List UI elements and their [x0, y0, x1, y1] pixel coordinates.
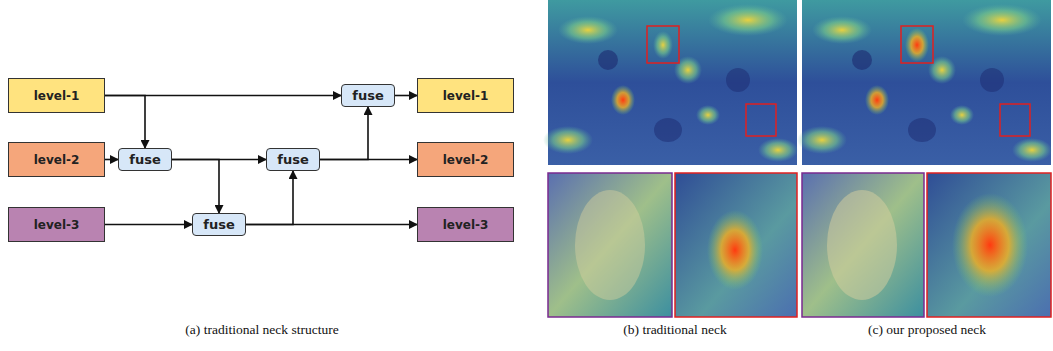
flow-arrow — [105, 159, 118, 161]
fuse-box: fuse — [341, 84, 395, 107]
flow-arrow — [105, 96, 145, 149]
node-label: fuse — [129, 152, 160, 167]
node-label: fuse — [277, 152, 308, 167]
flow-arrow — [395, 95, 417, 97]
panel-caption: (c) our proposed neck — [868, 322, 986, 338]
flow-arrow — [105, 224, 192, 226]
fuse-box: fuse — [266, 148, 320, 171]
panel-caption: (b) traditional neck — [623, 322, 726, 338]
flow-arrow — [320, 107, 368, 160]
fuse-box: fuse — [118, 148, 172, 171]
node-label: fuse — [203, 217, 234, 232]
node-label: fuse — [352, 88, 383, 103]
level-box: level-2 — [8, 142, 105, 177]
fuse-box: fuse — [192, 213, 246, 236]
level-box: level-1 — [8, 78, 105, 113]
flow-arrow — [246, 171, 293, 225]
level-box: level-2 — [417, 142, 514, 177]
node-label: level-2 — [443, 153, 489, 167]
flow-arrow — [172, 160, 219, 214]
level-box: level-1 — [417, 78, 514, 113]
level-box: level-3 — [8, 207, 105, 242]
node-label: level-1 — [443, 89, 489, 103]
node-label: level-2 — [34, 153, 80, 167]
node-label: level-3 — [443, 218, 489, 232]
level-box: level-3 — [417, 207, 514, 242]
node-label: level-3 — [34, 218, 80, 232]
node-label: level-1 — [34, 89, 80, 103]
panel-caption: (a) traditional neck structure — [185, 322, 338, 338]
